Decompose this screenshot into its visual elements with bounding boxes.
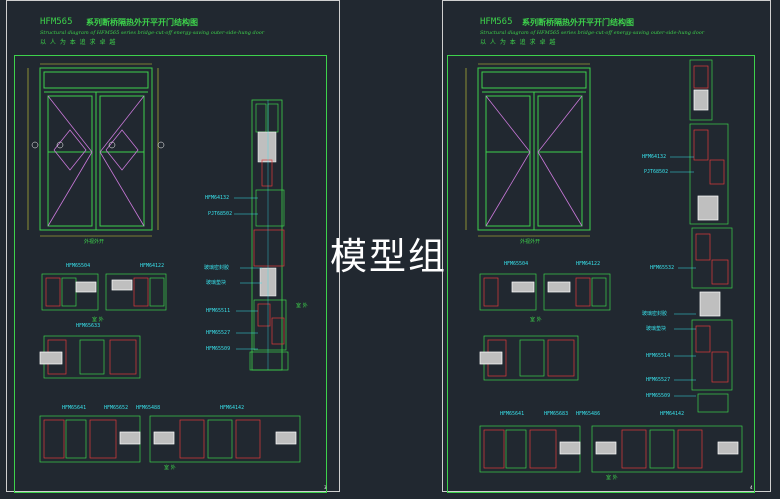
left-elevation-label: 外视外开 (84, 239, 105, 245)
left-label-outdoor: 室 外 (164, 465, 176, 471)
right-label-hfm65641: HFM65641 (500, 411, 525, 417)
left-series-code: HFM565 (40, 17, 73, 27)
frame-right (447, 55, 755, 493)
right-horizontal-sections (479, 273, 743, 473)
drawing-sheet-right (442, 0, 771, 492)
right-label-hfm64132: HFM64132 (642, 154, 667, 160)
frame-left (14, 55, 327, 493)
right-label-outdoor: 室 外 (606, 475, 618, 481)
left-label-hfm64132: HFM64132 (205, 195, 230, 201)
left-door-elevation (39, 67, 153, 231)
left-label-hfm65488: HFM65488 (136, 405, 161, 411)
right-label-hfm65527: HFM65527 (646, 377, 671, 383)
right-door-elevation (477, 67, 591, 231)
left-label-hfm65641: HFM65641 (62, 405, 87, 411)
right-elevation-label: 外视外开 (520, 239, 541, 245)
right-label-hfm65532: HFM65532 (650, 265, 675, 271)
left-callouts (31, 141, 165, 149)
right-label-hfm65509: HFM65509 (646, 393, 671, 399)
left-label-hfm65511: HFM65511 (206, 308, 231, 314)
left-label-hfm65509: HFM65509 (206, 346, 231, 352)
right-label-hfm64142: HFM64142 (660, 411, 685, 417)
left-label-hfm65633: HFM65633 (76, 323, 101, 329)
right-door-swing-lines (485, 95, 583, 227)
left-label-indoor2: 室 外 (296, 303, 308, 309)
left-title: 系列断桥隔热外开平开门结构图 (86, 18, 198, 27)
left-label-hfm65527: HFM65527 (206, 330, 231, 336)
left-label-hfm64122: HFM64122 (140, 263, 165, 269)
right-label-hfm65514: HFM65514 (646, 353, 671, 359)
left-vertical-section (249, 99, 289, 371)
right-label-hfm65683: HFM65683 (544, 411, 569, 417)
right-vertical-section (689, 59, 733, 413)
right-label-hfm64122: HFM64122 (576, 261, 601, 267)
left-subtitle: Structural diagram of HFM565 series brid… (40, 30, 265, 36)
right-label-hfm65504: HFM65504 (504, 261, 529, 267)
left-page-number: 3 (324, 485, 327, 490)
right-motto: 以 人 为 本 追 求 卓 越 (480, 39, 557, 46)
right-series-code: HFM565 (480, 17, 513, 27)
left-label-seal: 玻璃密封胶 (204, 265, 230, 271)
right-label-hfm65486: HFM65486 (576, 411, 601, 417)
left-motto: 以 人 为 本 追 求 卓 越 (40, 39, 117, 46)
right-dimensions (465, 63, 590, 237)
left-door-swing-lines (47, 95, 145, 227)
right-title: 系列断桥隔热外开平开门结构图 (522, 18, 634, 27)
left-label-pjt: PJT68502 (208, 211, 233, 217)
right-label-indoor: 室 外 (530, 317, 542, 323)
left-label-hfm65504: HFM65504 (66, 263, 91, 269)
drawing-sheet-left (6, 0, 340, 492)
left-label-glass-block: 玻璃垫块 (206, 280, 227, 286)
right-label-seal: 玻璃密封胶 (642, 311, 668, 317)
left-label-hfm65652: HFM65652 (104, 405, 129, 411)
right-leaders (670, 156, 696, 397)
watermark-text: 模型组 (330, 235, 447, 278)
left-dimensions (27, 63, 159, 237)
left-horizontal-sections (39, 273, 301, 463)
left-leaders (234, 197, 262, 350)
left-label-hfm64142: HFM64142 (220, 405, 245, 411)
right-label-pjt: PJT68502 (644, 169, 669, 175)
left-label-indoor: 室 外 (92, 317, 104, 323)
right-page-number: 4 (750, 485, 753, 490)
right-label-glass-block: 玻璃垫块 (646, 326, 667, 332)
right-subtitle: Structural diagram of HFM565 series brid… (480, 30, 705, 36)
